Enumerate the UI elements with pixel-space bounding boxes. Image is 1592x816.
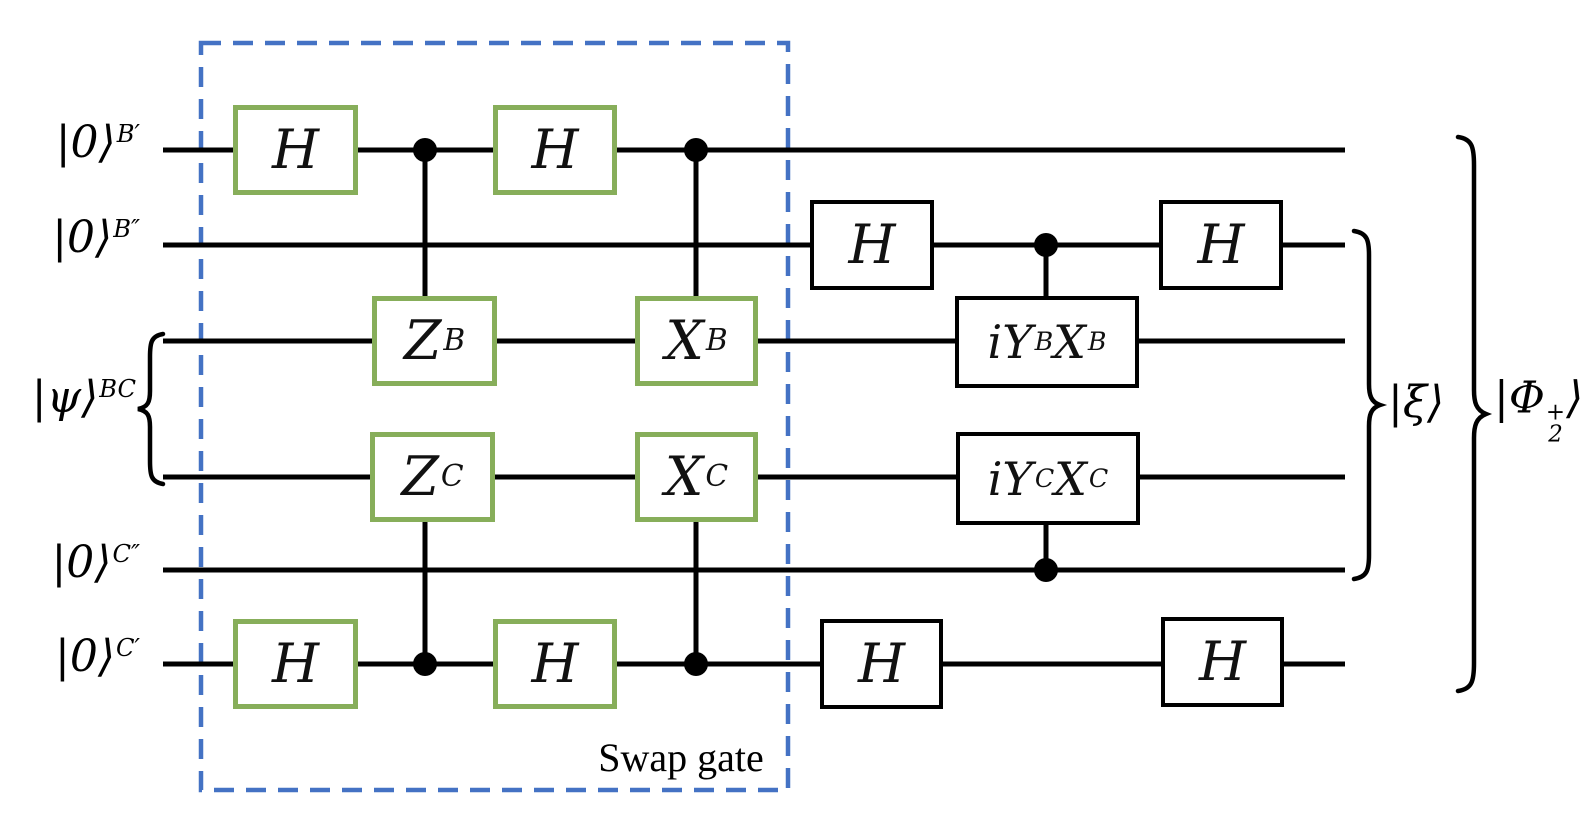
gate-h-bdprime-1: H <box>810 200 934 290</box>
psi-input-brace <box>137 331 166 487</box>
output-label-phi: |Φ+2⟩ <box>1494 372 1584 448</box>
control-dot-iyx-c <box>1034 558 1058 582</box>
control-dot-cz-c <box>413 652 437 676</box>
control-dot-cz-b <box>413 138 437 162</box>
input-label-psi: |ψ⟩BC <box>31 372 136 424</box>
xi-output-brace <box>1351 228 1388 582</box>
swap-gate-label: Swap gate <box>598 735 764 780</box>
gate-h-cprime-3: H <box>820 619 943 709</box>
gate-h-cprime-2: H <box>493 619 617 709</box>
phi-output-brace <box>1455 134 1493 694</box>
control-dot-cx-c <box>684 652 708 676</box>
output-label-xi: |ξ⟩ <box>1388 377 1445 429</box>
wire-label-c-prime: |0⟩C′ <box>55 631 140 683</box>
gate-h-cprime-1: H <box>233 619 358 709</box>
gate-h-bdprime-2: H <box>1159 200 1283 290</box>
gate-h-bprime-1: H <box>233 105 358 195</box>
swap-gate-dashed-box <box>198 40 791 793</box>
wire-label-c-dprime: |0⟩C″ <box>51 537 140 589</box>
wire-label-b-prime: |0⟩B′ <box>55 117 140 169</box>
wire-label-b-dprime: |0⟩B″ <box>52 212 140 264</box>
gate-h-bprime-2: H <box>493 105 617 195</box>
gate-h-cprime-4: H <box>1161 617 1284 707</box>
control-dot-iyx-b <box>1034 233 1058 257</box>
control-dot-cx-b <box>684 138 708 162</box>
